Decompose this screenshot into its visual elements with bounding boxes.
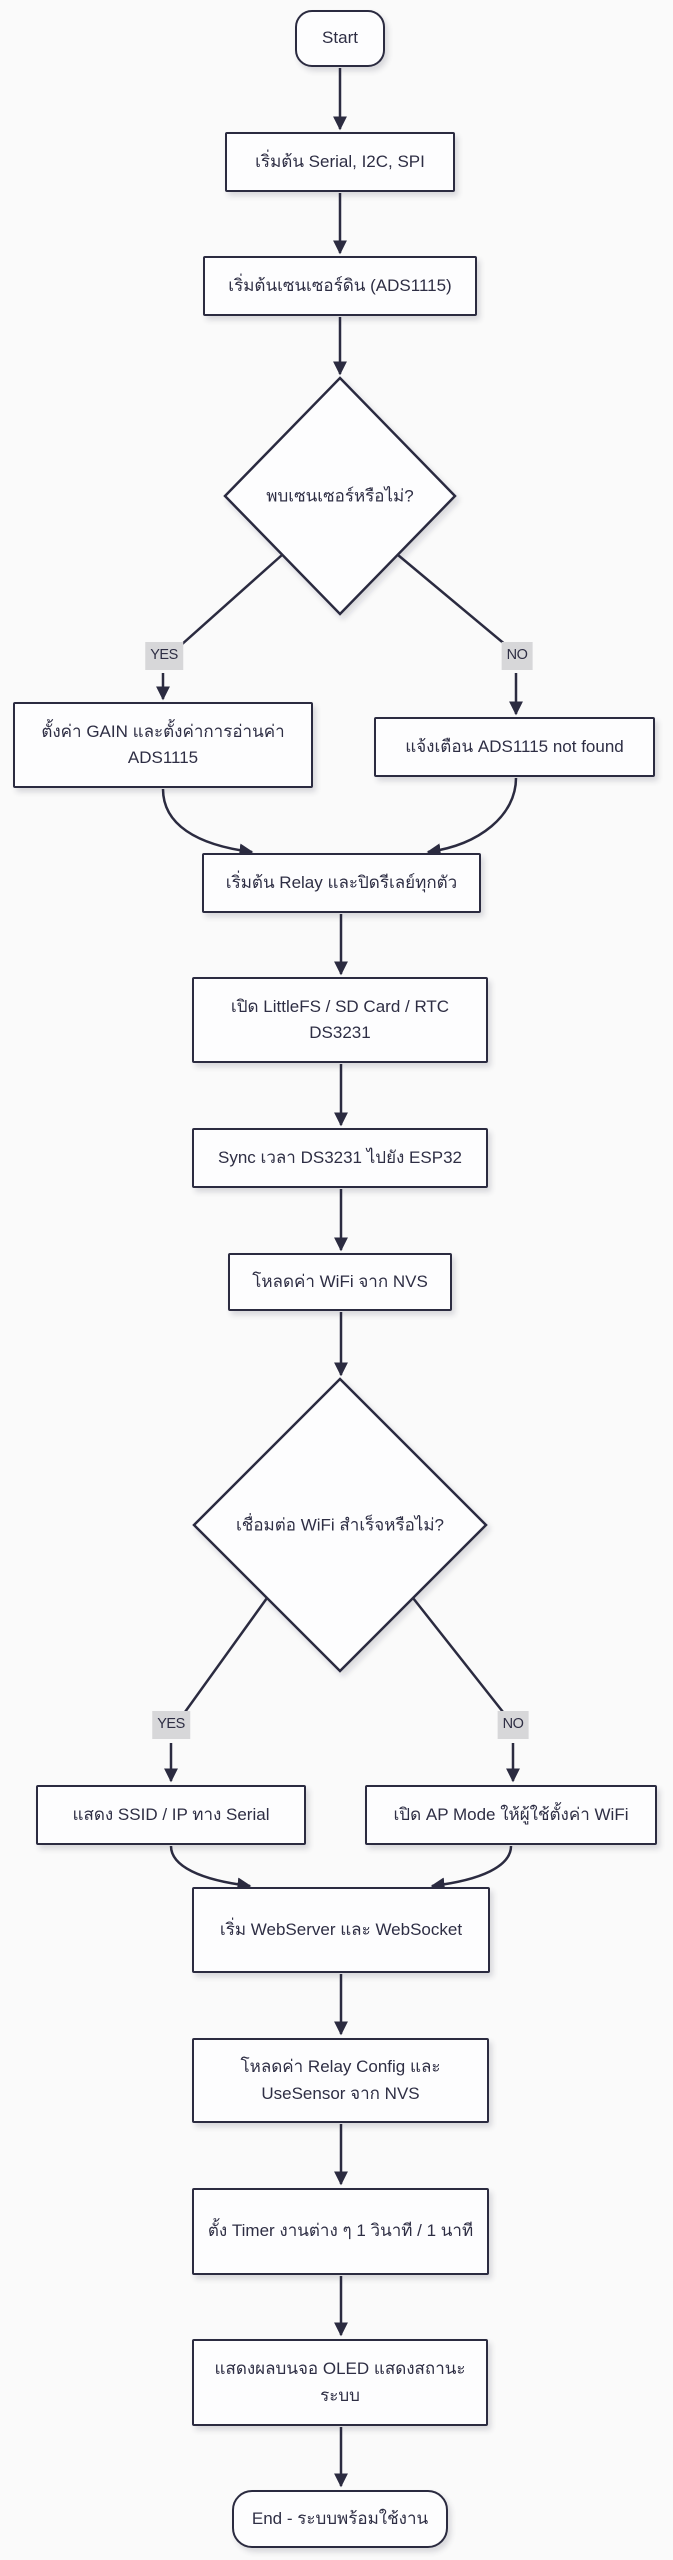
node-ap-mode: เปิด AP Mode ให้ผู้ใช้ตั้งค่า WiFi [365, 1785, 657, 1845]
node-start-webserver: เริ่ม WebServer และ WebSocket [192, 1887, 490, 1973]
edge-label-yes-1: YES [145, 642, 183, 670]
node-show-ssid: แสดง SSID / IP ทาง Serial [36, 1785, 306, 1845]
node-init-soil-sensor: เริ่มต้นเซนเซอร์ดิน (ADS1115) [203, 256, 477, 316]
node-end: End - ระบบพร้อมใช้งาน [232, 2490, 448, 2548]
edge-decision2-yes-diagonal [183, 1597, 269, 1713]
edge-decision1-yes-diagonal [179, 554, 283, 647]
node-start: Start [295, 10, 385, 67]
node-open-storage: เปิด LittleFS / SD Card / RTC DS3231 [192, 977, 488, 1063]
edge-label-no-1: NO [501, 642, 533, 670]
node-init-relay: เริ่มต้น Relay และปิดรีเลย์ทุกตัว [202, 853, 481, 913]
decision-sensor-found-label: พบเซนเซอร์หรือไม่? [266, 486, 414, 506]
edge-apmode-to-webserver [430, 1845, 513, 1892]
node-init-serial: เริ่มต้น Serial, I2C, SPI [225, 132, 455, 192]
edge-gain-to-relay [161, 788, 254, 858]
edge-label-no-2: NO [497, 1711, 529, 1739]
node-oled-status: แสดงผลบนจอ OLED แสดงสถานะ ระบบ [192, 2339, 488, 2426]
node-load-wifi: โหลดค่า WiFi จาก NVS [228, 1253, 452, 1311]
node-load-relay-config: โหลดค่า Relay Config และ UseSensor จาก N… [192, 2038, 489, 2123]
node-sync-time: Sync เวลา DS3231 ไปยัง ESP32 [192, 1128, 488, 1188]
edge-label-yes-2: YES [152, 1711, 190, 1739]
node-set-gain: ตั้งค่า GAIN และตั้งค่าการอ่านค่า ADS111… [13, 702, 313, 788]
edge-warn-to-relay [426, 777, 518, 858]
decision-sensor-found-shape [223, 376, 457, 616]
decision-wifi-label: เชื่อมต่อ WiFi สำเร็จหรือไม่? [235, 1515, 445, 1535]
edge-ssid-to-webserver [169, 1845, 252, 1892]
node-warn-not-found: แจ้งเตือน ADS1115 not found [374, 717, 655, 777]
node-set-timer: ตั้ง Timer งานต่าง ๆ 1 วินาที / 1 นาที [192, 2188, 489, 2275]
edge-decision1-no-diagonal [397, 554, 508, 647]
edge-decision2-no-diagonal [412, 1597, 504, 1713]
